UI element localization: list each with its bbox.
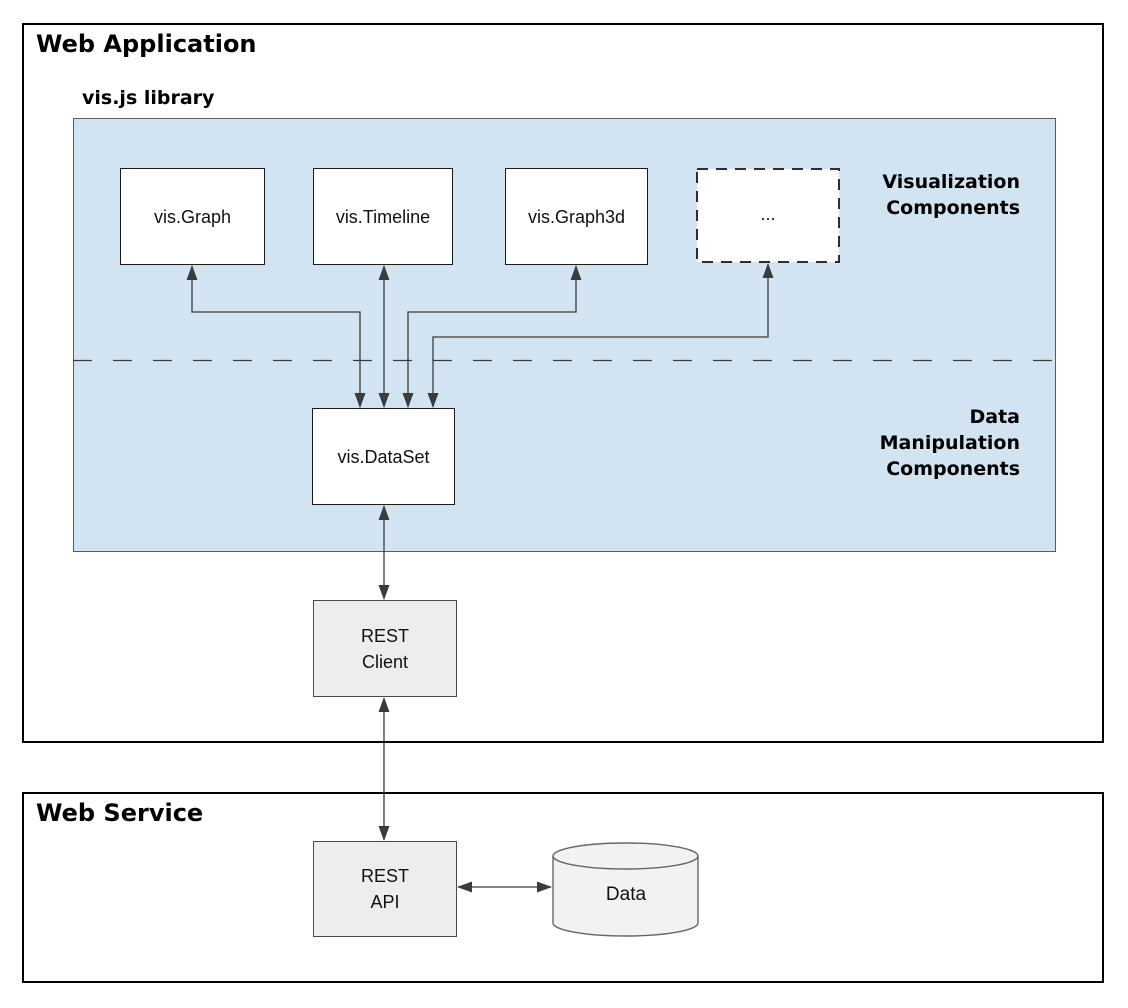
node-vis-timeline: vis.Timeline — [313, 168, 453, 265]
node-rest-client: REST Client — [313, 600, 457, 697]
node-data-cylinder: Data — [552, 842, 700, 937]
web-application-container — [22, 23, 1104, 743]
data-store-label: Data — [605, 884, 647, 905]
node-rest-api: REST API — [313, 841, 457, 937]
visualization-components-label: Visualization Components — [882, 171, 1020, 219]
web-service-container — [22, 792, 1104, 983]
node-vis-graph: vis.Graph — [120, 168, 265, 265]
data-manipulation-components-label: Data Manipulation Components — [879, 406, 1020, 480]
node-more-components: ... — [696, 168, 840, 263]
web-service-title: Web Service — [36, 799, 204, 827]
dashed-border — [696, 168, 840, 263]
node-vis-dataset: vis.DataSet — [312, 408, 455, 505]
database-cylinder-icon — [552, 842, 699, 937]
more-components-label: ... — [760, 203, 776, 224]
visjs-library-title: vis.js library — [82, 87, 215, 109]
node-vis-graph3d: vis.Graph3d — [505, 168, 648, 265]
web-application-title: Web Application — [36, 30, 257, 58]
